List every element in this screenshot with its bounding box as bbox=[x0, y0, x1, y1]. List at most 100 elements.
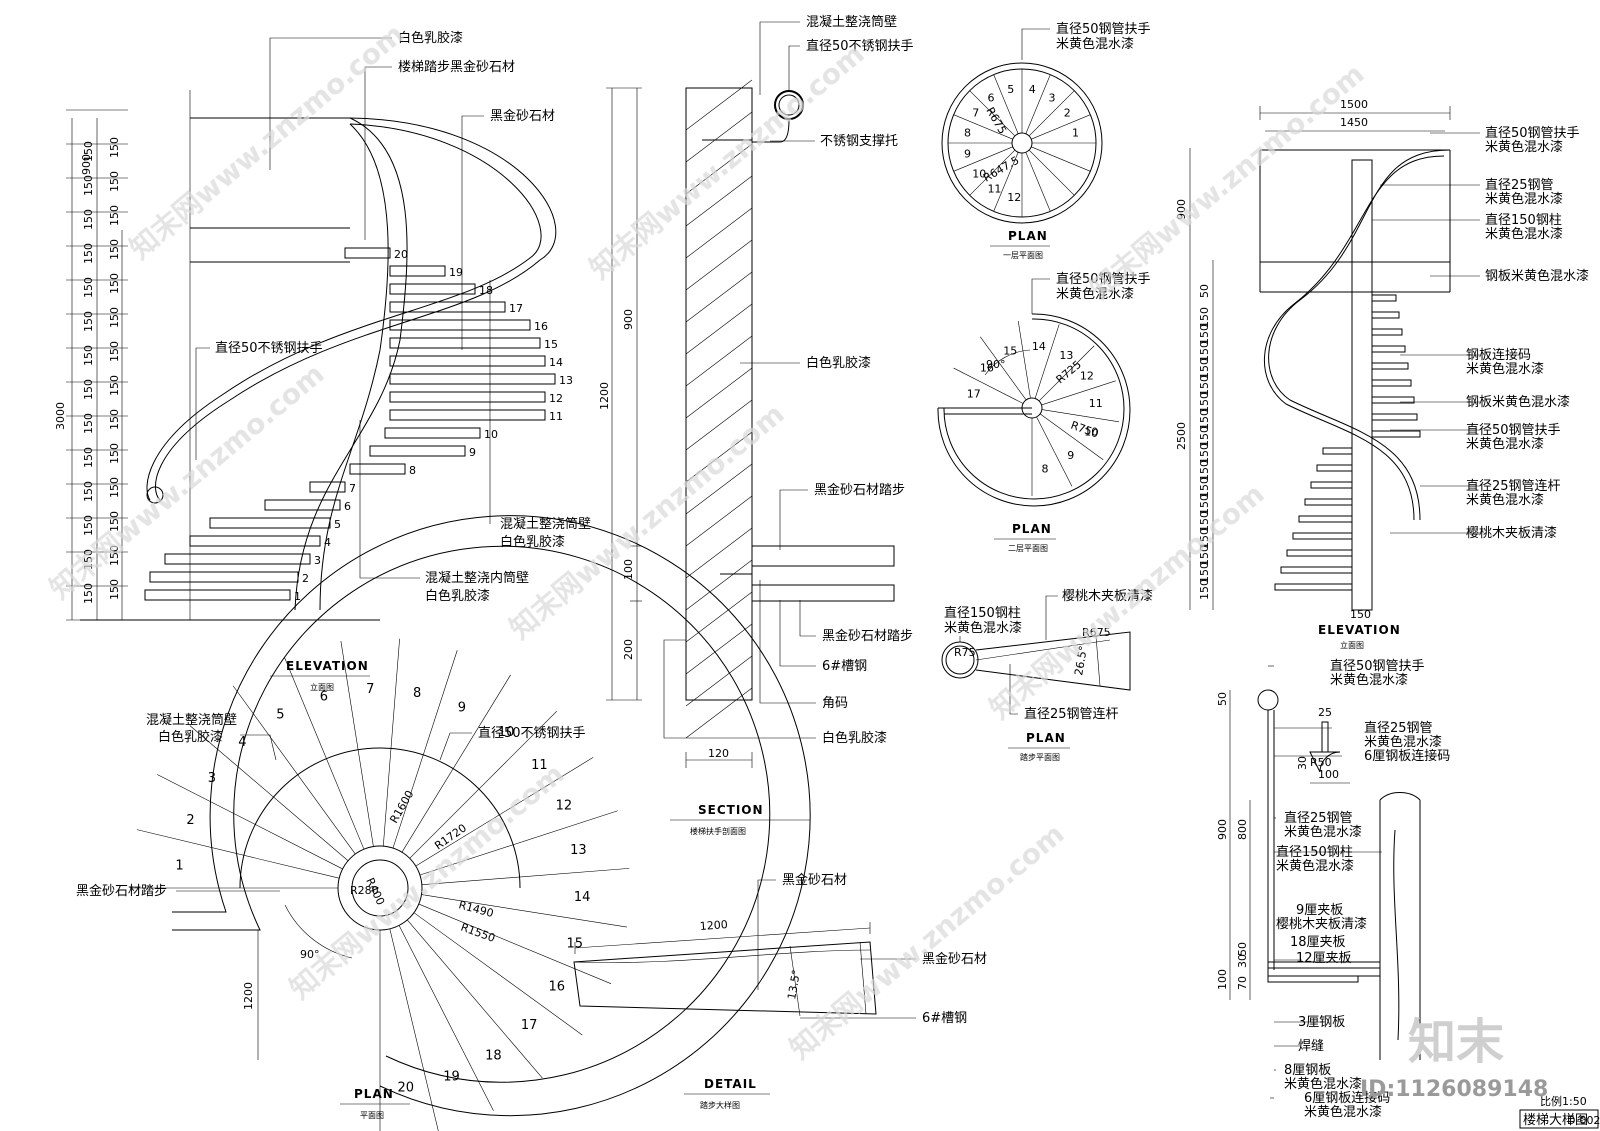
plan1-subtitle: 一层平面图 bbox=[1003, 251, 1043, 260]
elev2-rise-label: 150 bbox=[1198, 528, 1211, 549]
plan1-r647: R647.5 bbox=[981, 154, 1021, 185]
plan-main-dim-1200: 1200 bbox=[242, 982, 255, 1010]
elev-step-number: 2 bbox=[302, 572, 309, 585]
plan-main-title: PLAN bbox=[354, 1087, 394, 1101]
plan-step-label-0: 直径150钢柱 bbox=[944, 606, 1021, 621]
sec2-label: 8厘钢板 bbox=[1284, 1063, 1331, 1078]
elev-rise-label: 150 bbox=[82, 515, 95, 536]
elev2-label: 米黄色混水漆 bbox=[1485, 191, 1563, 207]
elev2-dim-1500: 1500 bbox=[1340, 98, 1368, 111]
elev2-label: 米黄色混水漆 bbox=[1466, 436, 1544, 452]
detail-label-0: 黑金砂石材 bbox=[782, 872, 847, 888]
elev-step-number: 8 bbox=[409, 464, 416, 477]
plan-main-step-number: 17 bbox=[521, 1018, 538, 1033]
sec2-label: 直径25钢管 bbox=[1364, 721, 1433, 736]
sec2-label: 米黄色混水漆 bbox=[1364, 734, 1442, 750]
elev-rise-label: 150 bbox=[108, 375, 121, 396]
plan2-step-number: 13 bbox=[1059, 349, 1073, 362]
sec2-label: 焊缝 bbox=[1298, 1038, 1324, 1054]
sec2-dim-50b: 50 bbox=[1236, 942, 1249, 956]
elev2-rise-label: 150 bbox=[1198, 460, 1211, 481]
plan-step-title: PLAN bbox=[1026, 731, 1066, 745]
detail-label-1: 黑金砂石材 bbox=[922, 951, 987, 967]
plan1-step-number: 4 bbox=[1029, 83, 1036, 96]
sec2-label: 直径25钢管 bbox=[1284, 811, 1353, 826]
elev-step bbox=[344, 247, 391, 259]
plan1-step-number: 6 bbox=[987, 91, 994, 104]
sec2-label: 6厘钢板连接码 bbox=[1304, 1090, 1390, 1106]
elev2-rise-label: 150 bbox=[1198, 545, 1211, 566]
plan2-step-number: 9 bbox=[1067, 449, 1074, 462]
elev2-step bbox=[1322, 447, 1353, 455]
elev2-step bbox=[1371, 362, 1409, 370]
watermark-id: ID:1126089148 bbox=[1360, 1077, 1548, 1102]
detail-subtitle: 踏步大样图 bbox=[700, 1100, 740, 1110]
section-label-8: 白色乳胶漆 bbox=[822, 730, 887, 746]
elev-step-number: 13 bbox=[559, 374, 573, 387]
elev-step-number: 4 bbox=[324, 536, 331, 549]
elev-step bbox=[389, 373, 556, 385]
elev-step-number: 19 bbox=[449, 266, 463, 279]
section-dim-120: 120 bbox=[708, 747, 729, 760]
elev2-rise-label: 150 bbox=[1198, 511, 1211, 532]
elev-rise-label: 150 bbox=[82, 549, 95, 570]
sec2-label: 3厘钢板 bbox=[1298, 1015, 1345, 1030]
title-block-scale: 比例1:50 bbox=[1540, 1094, 1587, 1108]
plan-main-r1550: R1550 bbox=[459, 921, 497, 945]
plan2-step-number: 15 bbox=[1003, 345, 1017, 358]
elev2-step bbox=[1371, 311, 1400, 319]
watermark-text: 知末网www.znzmo.com bbox=[583, 37, 870, 285]
sec2-label: 直径50钢管扶手 bbox=[1330, 659, 1425, 674]
plan-main-step-number: 6 bbox=[320, 690, 328, 705]
elev2-rise-label: 150 bbox=[1198, 579, 1211, 600]
plan-step-subtitle: 踏步平面图 bbox=[1020, 752, 1060, 762]
elev2-rise-label: 150 bbox=[1198, 341, 1211, 362]
plan-main-step-number: 1 bbox=[175, 858, 183, 873]
section-subtitle: 楼梯扶手剖面图 bbox=[690, 826, 746, 836]
plan2-step-number: 8 bbox=[1041, 462, 1048, 475]
plan1-step-number: 3 bbox=[1049, 91, 1056, 104]
plan2-step-number: 12 bbox=[1080, 370, 1094, 383]
plan1-title: PLAN bbox=[1008, 229, 1048, 243]
plan1-r675: R675 bbox=[983, 105, 1009, 136]
elev-step bbox=[389, 391, 546, 403]
plan1-step-number: 9 bbox=[964, 148, 971, 161]
plan-main-step-number: 5 bbox=[276, 708, 284, 723]
elev2-label: 直径150钢柱 bbox=[1485, 213, 1562, 228]
elev2-step bbox=[1371, 430, 1421, 438]
elev-step-number: 6 bbox=[344, 500, 351, 513]
elev2-step bbox=[1371, 345, 1406, 353]
watermark-text: 知末网www.znzmo.com bbox=[983, 477, 1270, 725]
elev-step-number: 18 bbox=[479, 284, 493, 297]
plan1-step-number: 5 bbox=[1007, 83, 1014, 96]
elev-step bbox=[164, 553, 311, 565]
plan-main-step-number: 10 bbox=[498, 725, 515, 740]
plan-main-step-number: 16 bbox=[548, 980, 565, 995]
plan1-step-number: 8 bbox=[964, 126, 971, 139]
plan1-label-1: 米黄色混水漆 bbox=[1056, 36, 1134, 52]
plan2-title: PLAN bbox=[1012, 522, 1052, 536]
sec2-label: 米黄色混水漆 bbox=[1284, 1076, 1362, 1092]
elevation-view: 3000 900 1501501501501501501501501501501… bbox=[54, 30, 591, 692]
elev2-label: 直径50钢管扶手 bbox=[1466, 423, 1561, 438]
plan2-angle: 90° bbox=[986, 358, 1006, 371]
elev-rise-label: 150 bbox=[82, 583, 95, 604]
elev-rise-label: 150 bbox=[82, 481, 95, 502]
elev-rise-label: 150 bbox=[82, 243, 95, 264]
elev2-label: 直径25钢管连杆 bbox=[1466, 478, 1561, 494]
plan-main-label-3: 黑金砂石材踏步 bbox=[76, 883, 167, 899]
sec2-label: 米黄色混水漆 bbox=[1276, 858, 1354, 874]
elev2-step bbox=[1280, 566, 1353, 574]
elev-label-7: 白色乳胶漆 bbox=[425, 588, 490, 604]
elev-rise-label: 150 bbox=[82, 379, 95, 400]
elev-step-number: 1 bbox=[294, 590, 301, 603]
elev-step-number: 14 bbox=[549, 356, 563, 369]
elev-step bbox=[389, 337, 541, 349]
elev2-title: ELEVATION bbox=[1318, 623, 1401, 637]
elev2-step bbox=[1274, 583, 1353, 591]
elev2-step bbox=[1310, 481, 1353, 489]
elev-rise-label: 150 bbox=[108, 137, 121, 158]
elev2-dim-1450: 1450 bbox=[1340, 116, 1368, 129]
